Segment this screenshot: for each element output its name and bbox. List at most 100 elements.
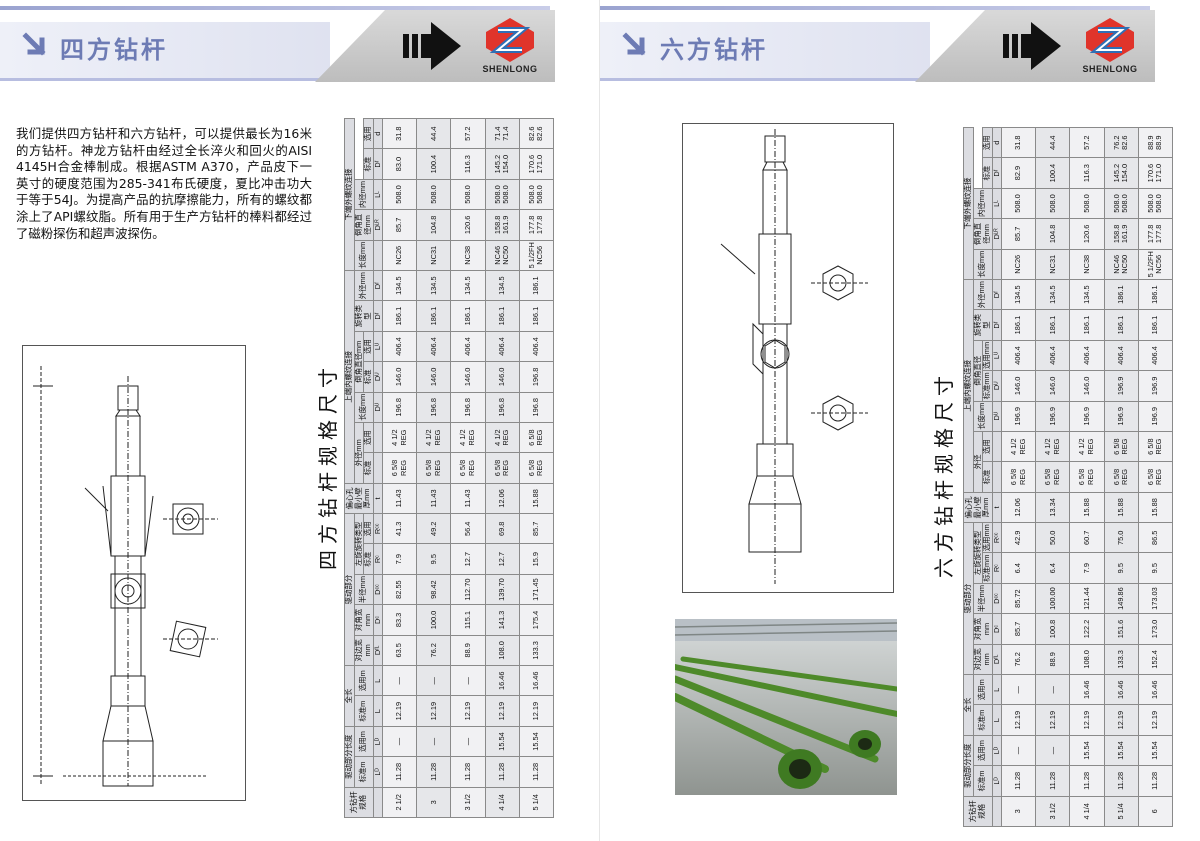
table-cell: NC31 xyxy=(416,240,451,271)
brand-name: SHENLONG xyxy=(482,64,538,74)
table-cell: 11.28 xyxy=(1001,765,1036,797)
table-cell: d xyxy=(373,118,383,149)
table-cell: 11.28 xyxy=(382,756,417,788)
square-kelly-drawing xyxy=(22,345,246,801)
diagonal-arrow-icon xyxy=(22,32,46,56)
table-cell: 186.1 xyxy=(1138,309,1173,341)
table-cell: 12.19 xyxy=(519,695,554,727)
table-cell: 120.6 xyxy=(450,209,486,241)
table-cell: 508.0 xyxy=(1035,188,1070,219)
table-cell: 88.9 xyxy=(450,635,486,666)
table-cell: Dᵁ xyxy=(373,392,383,423)
table-cell: Lᴰ xyxy=(992,735,1002,766)
table-cell: L xyxy=(992,674,1002,705)
table-cell: 76.2 xyxy=(416,635,451,666)
table-cell: 旋转类型 xyxy=(973,309,992,341)
table-cell: 145.2 154.0 xyxy=(485,148,520,180)
table-cell: 406.4 xyxy=(1104,340,1139,371)
table-cell: — xyxy=(1001,674,1036,705)
table-cell: 177.8 177.8 xyxy=(519,209,554,241)
table-cell: 134.5 xyxy=(1001,279,1036,310)
table-cell: Rᶜᶜ xyxy=(992,522,1002,553)
table-cell: 驱动部分 xyxy=(344,513,354,666)
header-rule xyxy=(0,6,550,10)
table-cell: 4 1/2 REG xyxy=(1001,431,1036,462)
table-cell: 57.2 xyxy=(450,118,486,149)
table-cell: 186.1 xyxy=(450,300,486,332)
table-cell: — xyxy=(450,726,486,757)
table-cell: 3 1/2 xyxy=(450,787,486,818)
table-cell: 100.00 xyxy=(1035,583,1070,614)
table-cell: 149.86 xyxy=(1104,583,1139,614)
table-cell: L xyxy=(992,704,1002,736)
table-cell: 82.9 xyxy=(1001,157,1036,189)
table-cell: 146.0 xyxy=(485,361,520,393)
table-cell: 16.46 xyxy=(485,665,520,696)
table-cell: 139.70 xyxy=(485,574,520,605)
square-table-title: 四方钻杆规格尺寸 xyxy=(316,362,340,570)
table-cell: 177.8 177.8 xyxy=(1138,218,1173,250)
table-cell: 134.5 xyxy=(382,270,417,301)
table-cell: L xyxy=(373,695,383,727)
table-cell: — xyxy=(1001,735,1036,766)
table-cell: 406.4 xyxy=(382,331,417,362)
table-cell: — xyxy=(1035,674,1070,705)
table-cell: NC38 xyxy=(1069,249,1105,280)
table-cell: 内径mm xyxy=(973,188,992,219)
table-cell: — xyxy=(382,665,417,696)
table-cell: Lᵁ xyxy=(992,340,1002,371)
table-cell: 508.0 xyxy=(1001,188,1036,219)
table-cell: 186.1 xyxy=(519,270,554,301)
table-cell: 56.4 xyxy=(450,513,486,544)
table-cell: NC46 NC50 xyxy=(1104,249,1139,280)
table-cell: 133.3 xyxy=(1104,644,1139,675)
table-cell: 3 1/2 xyxy=(1035,796,1070,827)
table-cell: 63.5 xyxy=(382,635,417,666)
table-cell: d xyxy=(992,127,1002,158)
table-cell: 选用m xyxy=(354,665,373,696)
table-cell: 驱动部分 xyxy=(963,522,973,675)
table-cell: 158.8 161.9 xyxy=(1104,218,1139,250)
table-cell: Dᶜ xyxy=(992,613,1002,645)
table-cell: 196.9 xyxy=(1104,370,1139,402)
table-cell: 16.46 xyxy=(1104,674,1139,705)
table-cell: 标准 xyxy=(363,452,373,484)
table-cell: 选用 xyxy=(982,431,992,462)
table-cell: 7.9 xyxy=(382,543,417,575)
table-cell: 对边宽mm xyxy=(354,635,373,666)
left-header: 四方钻杆 SHENLONG xyxy=(0,0,600,85)
table-cell: 170.6 171.0 xyxy=(519,148,554,180)
table-cell: 15.88 xyxy=(1104,492,1139,523)
table-cell: 11.28 xyxy=(519,756,554,788)
table-cell: 406.4 xyxy=(1138,340,1173,371)
table-cell: 141.3 xyxy=(485,604,520,636)
table-cell: 标准m xyxy=(354,756,373,788)
table-cell: 508.0 xyxy=(382,179,417,210)
table-cell: 7.9 xyxy=(1069,552,1105,584)
table-cell: 5 1/4 xyxy=(519,787,554,818)
table-cell: Dᶜᶜ xyxy=(373,574,383,605)
table-cell: 15.88 xyxy=(519,483,554,514)
table-cell: 82.6 82.6 xyxy=(519,118,554,149)
table-cell: 76.2 82.6 xyxy=(1104,127,1139,158)
table-cell: 6.4 xyxy=(1035,552,1070,584)
table-cell: 6 5/8 REG xyxy=(1104,431,1139,462)
table-cell: 85.7 xyxy=(1001,218,1036,250)
table-cell: 196.9 xyxy=(1035,401,1070,432)
header-band xyxy=(600,22,930,81)
table-cell: 146.0 xyxy=(1035,370,1070,402)
page-title: 四方钻杆 xyxy=(60,35,168,64)
table-cell: 选用m xyxy=(973,735,992,766)
table-cell: 6.4 xyxy=(1001,552,1036,584)
table-cell: Dᶠᴸ xyxy=(373,635,383,666)
table-cell: 12.19 xyxy=(382,695,417,727)
table-cell: 158.8 161.9 xyxy=(485,209,520,241)
table-cell: 508.0 xyxy=(450,179,486,210)
table-cell: 长度mm xyxy=(354,240,373,271)
table-cell: 2 1/2 xyxy=(382,787,417,818)
table-cell: Dᶜᶜ xyxy=(992,583,1002,614)
table-cell: 31.8 xyxy=(382,118,417,149)
